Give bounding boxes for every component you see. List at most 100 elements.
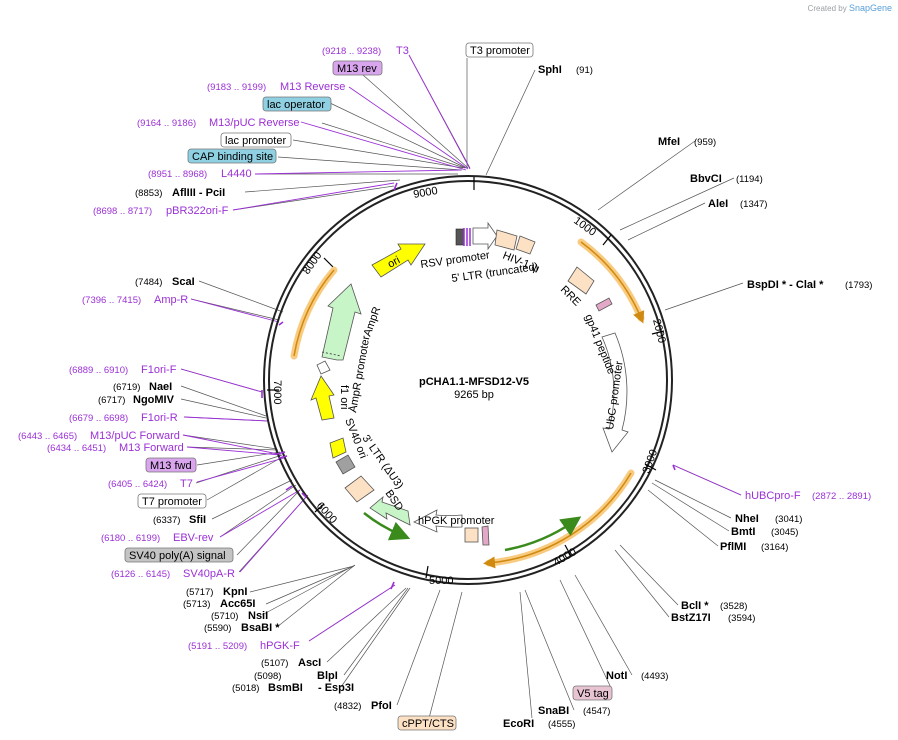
hpgk-box <box>464 527 479 543</box>
primer-ampr: Amp-R <box>154 294 188 306</box>
sv40-ori-yellow <box>329 437 347 459</box>
ampr-arrow <box>321 283 362 361</box>
enzyme-alei: AleI <box>708 198 728 210</box>
leader-lines <box>180 54 744 723</box>
enzyme-bbvci-pos: (1194) <box>736 174 763 185</box>
rre-box <box>567 266 595 295</box>
primer-m13-reverse-pos: (9183 .. 9199) <box>207 82 266 93</box>
primer-l4440-pos: (8951 .. 8968) <box>148 169 207 180</box>
enzyme-bcli: BclI * <box>681 600 709 612</box>
f1-ori-arrow <box>310 375 335 421</box>
tick-7000: 7000 <box>271 380 283 404</box>
primer-ampr-pos: (7396 .. 7415) <box>82 295 141 306</box>
tick-2000: 2000 <box>650 318 668 345</box>
primer-f1ori-f: F1ori-F <box>141 364 177 376</box>
primer-ebv-rev-pos: (6180 .. 6199) <box>101 533 160 544</box>
enzyme-noti: NotI <box>606 670 627 682</box>
ltr5-box <box>494 229 518 251</box>
primer-ebv-rev: EBV-rev <box>173 532 214 544</box>
enzyme-pfoi-pos: (4832) <box>334 701 361 712</box>
credit-prefix: Created by <box>807 4 847 13</box>
enzyme-nhei-pos: (3041) <box>775 514 802 525</box>
snapgene-brand: SnapGene <box>848 3 892 13</box>
plasmid-length: 9265 bp <box>454 389 494 401</box>
feature-ampr-promoter: AmpR promoter <box>347 335 372 414</box>
primer-t7: T7 <box>180 478 193 490</box>
primer-hubcpro-f: hUBCpro-F <box>745 490 801 502</box>
tick-3000: 3000 <box>641 448 661 475</box>
t3-promoter-box <box>455 228 465 246</box>
primer-m13-forward-pos: (6434 .. 6451) <box>47 443 106 454</box>
enzyme-bbvci: BbvCI <box>690 173 722 185</box>
primer-leaders <box>180 54 742 642</box>
enzyme-nhei: NheI <box>735 513 759 525</box>
feature-shapes <box>310 221 629 546</box>
enzyme-afliii-pos: (8853) <box>135 188 162 199</box>
boxed-labels: T3 promoter M13 rev lac operator lac pro… <box>124 42 613 731</box>
primer-m13puc-reverse: M13/pUC Reverse <box>209 117 299 129</box>
enzyme-scai-pos: (7484) <box>135 277 162 288</box>
enzyme-acc65i-pos: (5713) <box>183 599 210 610</box>
primer-m13-reverse: M13 Reverse <box>280 81 345 93</box>
enzyme-blpi: BlpI <box>317 670 338 682</box>
enzyme-ecori: EcoRI <box>503 718 534 730</box>
primer-t7-pos: (6405 .. 6424) <box>108 479 167 490</box>
primer-m13puc-forward-pos: (6443 .. 6465) <box>18 431 77 442</box>
ampr-promoter-box <box>316 360 331 375</box>
plasmid-name: pCHA1.1-MFSD12-V5 <box>419 376 529 388</box>
enzyme-bcli-pos: (3528) <box>720 601 747 612</box>
enzyme-bspdi-clai: BspDI * - ClaI * <box>747 279 824 291</box>
feature-f1-ori: f1 ori <box>338 385 350 409</box>
tick-4000: 4000 <box>552 546 579 569</box>
enzyme-bmti-pos: (3045) <box>771 527 798 538</box>
primer-m13-forward: M13 Forward <box>119 442 184 454</box>
gp41-box <box>595 297 613 312</box>
sv40-ori-box <box>335 454 356 475</box>
hpgk-promoter-arrow <box>413 509 463 533</box>
primer-f1ori-r: F1ori-R <box>141 412 178 424</box>
enzyme-sphi: SphI <box>538 64 562 76</box>
feature-ori: ori <box>386 254 402 270</box>
enzyme-sfii-pos: (6337) <box>153 515 180 526</box>
rsv-promoter-arrow <box>472 221 498 251</box>
bsd-arrow <box>369 495 411 526</box>
primer-pbr322ori: pBR322ori-F <box>166 205 229 217</box>
enzyme-mfei-pos: (959) <box>694 137 716 148</box>
enzyme-sphi-pos: (91) <box>576 65 593 76</box>
enzyme-scai: ScaI <box>172 276 195 288</box>
enzyme-bspdi-clai-pos: (1793) <box>845 280 872 291</box>
primer-f1ori-f-pos: (6889 .. 6910) <box>69 365 128 376</box>
primer-hpgk-f: hPGK-F <box>260 640 300 652</box>
enzyme-asci-pos: (5107) <box>261 658 288 669</box>
orf-arrows <box>363 512 582 552</box>
enzyme-nsii: NsiI <box>248 610 268 622</box>
enzyme-naei: NaeI <box>149 381 172 393</box>
label-v5-tag: V5 tag <box>577 688 609 700</box>
primer-hpgk-f-pos: (5191 .. 5209) <box>188 641 247 652</box>
enzyme-snabi: SnaBI <box>538 705 569 717</box>
label-t3-promoter: T3 promoter <box>470 45 530 57</box>
backbone-inner <box>268 180 668 580</box>
tick-8000: 8000 <box>301 250 325 277</box>
tick-5000: 5000 <box>429 575 453 587</box>
primer-m13puc-reverse-pos: (9164 .. 9186) <box>137 118 196 129</box>
label-lac-promoter: lac promoter <box>225 135 286 147</box>
feature-ampr: AmpR <box>362 305 384 338</box>
enzyme-asci: AscI <box>298 657 321 669</box>
ubc-promoter-arrow <box>601 332 629 453</box>
primer-sv40pa-r: SV40pA-R <box>183 568 235 580</box>
enzyme-naei-pos: (6719) <box>113 382 140 393</box>
primer-t3-pos: (9218 .. 9238) <box>322 46 381 57</box>
enzyme-labels: SphI (91) MfeI (959) BbvCI (1194) AleI (… <box>98 64 872 730</box>
enzyme-ecori-pos: (4555) <box>548 719 575 730</box>
enzyme-mfei: MfeI <box>658 136 680 148</box>
primer-sv40pa-r-pos: (6126 .. 6145) <box>111 569 170 580</box>
ori-arrow <box>371 243 426 278</box>
enzyme-bmti: BmtI <box>731 526 755 538</box>
enzyme-alei-pos: (1347) <box>740 199 767 210</box>
primer-labels: (9218 .. 9238) T3 (9183 .. 9199) M13 Rev… <box>18 45 871 652</box>
enzyme-afliii-pcii: AflIII - PciI <box>172 187 225 199</box>
enzyme-kpni-pos: (5717) <box>186 587 213 598</box>
tick-marks <box>267 177 665 579</box>
